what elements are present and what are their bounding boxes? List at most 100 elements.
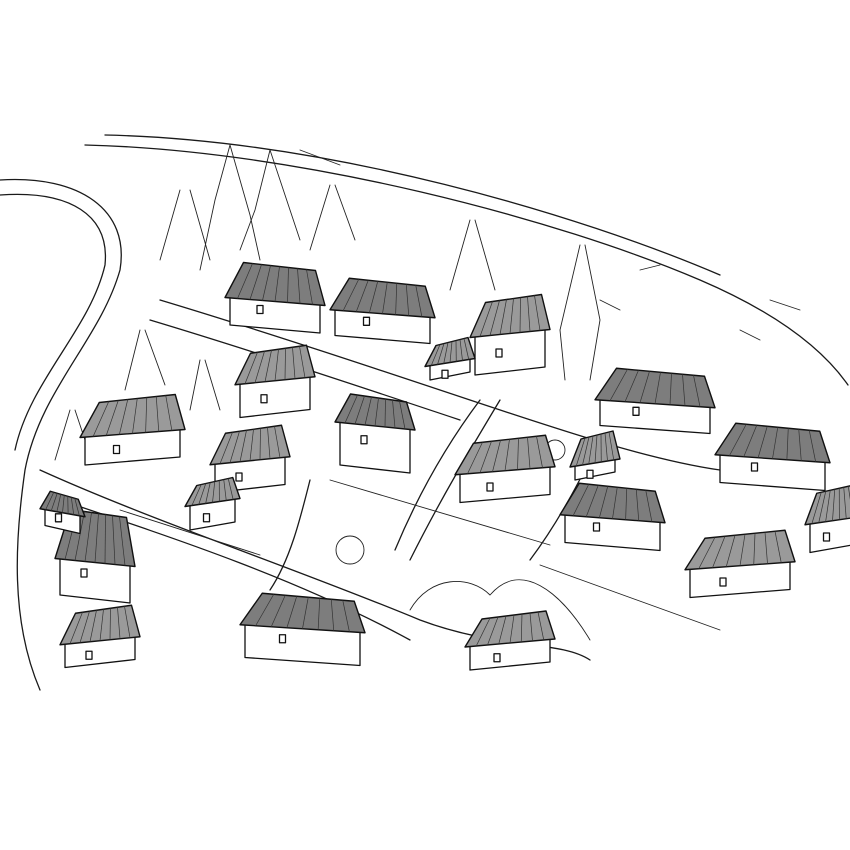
left-road-outer bbox=[0, 178, 122, 691]
roof-hatch bbox=[520, 613, 523, 643]
house bbox=[594, 367, 716, 435]
roof-hatch bbox=[330, 599, 335, 631]
roof-hatch bbox=[145, 397, 148, 433]
roof-hatch bbox=[274, 266, 280, 302]
roof-hatch bbox=[223, 479, 227, 501]
window bbox=[750, 462, 759, 472]
roof-hatch bbox=[198, 483, 207, 505]
roof-hatch bbox=[239, 430, 247, 462]
roof-hatch bbox=[395, 283, 398, 315]
cross-street bbox=[159, 299, 721, 471]
roof-hatch bbox=[669, 373, 672, 405]
roof-hatch bbox=[527, 296, 531, 332]
roof-hatch bbox=[509, 298, 514, 334]
roof-hatch bbox=[625, 488, 628, 520]
roof-hatch bbox=[317, 598, 321, 630]
roof-hatch bbox=[682, 374, 686, 406]
tree bbox=[309, 184, 356, 251]
roof-hatch bbox=[119, 399, 129, 435]
window bbox=[202, 513, 211, 523]
roof-hatch bbox=[124, 606, 131, 638]
house bbox=[684, 529, 796, 599]
roof-hatch bbox=[399, 400, 406, 430]
roof-hatch bbox=[249, 264, 262, 300]
house bbox=[469, 293, 551, 376]
roof-hatch bbox=[262, 265, 271, 301]
diagonal-street-edge bbox=[394, 399, 481, 551]
house-roof bbox=[714, 422, 831, 464]
roof-hatch bbox=[599, 486, 609, 518]
roof-hatch bbox=[112, 515, 116, 565]
window bbox=[486, 482, 494, 492]
roof-hatch bbox=[342, 279, 360, 311]
roof-hatch bbox=[479, 441, 492, 473]
house bbox=[224, 261, 326, 334]
roof-hatch bbox=[612, 487, 618, 519]
roof-hatch bbox=[449, 341, 453, 363]
roof-hatch bbox=[534, 295, 541, 331]
window bbox=[495, 348, 503, 358]
roof-hatch bbox=[132, 398, 138, 434]
house bbox=[79, 393, 186, 466]
roof-hatch bbox=[498, 615, 507, 645]
roof-hatch bbox=[405, 284, 410, 316]
roof-hatch bbox=[479, 301, 493, 337]
roof-hatch bbox=[594, 434, 598, 464]
roof-hatch bbox=[392, 399, 396, 429]
roof-hatch bbox=[698, 537, 716, 569]
roof-hatch bbox=[212, 481, 216, 503]
roof-hatch bbox=[219, 432, 233, 464]
roof-hatch bbox=[364, 396, 372, 426]
plaza-path bbox=[269, 479, 311, 591]
window bbox=[256, 304, 264, 315]
house-roof bbox=[559, 482, 666, 524]
house bbox=[234, 344, 316, 419]
window bbox=[493, 653, 501, 663]
roof-hatch bbox=[264, 350, 272, 382]
roof-hatch bbox=[302, 597, 309, 629]
roof-hatch bbox=[753, 533, 756, 565]
roof-hatch bbox=[517, 438, 519, 470]
roof-hatch bbox=[504, 439, 510, 471]
roof-hatch bbox=[437, 343, 445, 365]
house-roof bbox=[239, 592, 366, 634]
house bbox=[424, 336, 476, 381]
roof-hatch bbox=[50, 493, 58, 511]
roof-hatch bbox=[94, 513, 99, 563]
roof-hatch bbox=[588, 435, 594, 465]
roof-hatch bbox=[764, 532, 768, 564]
window bbox=[278, 634, 287, 644]
roof-hatch bbox=[475, 617, 491, 647]
roof-hatch bbox=[267, 427, 271, 459]
window bbox=[586, 469, 594, 479]
roof-hatch bbox=[104, 514, 106, 564]
roof-hatch bbox=[89, 610, 97, 642]
window bbox=[719, 577, 727, 587]
roof-hatch bbox=[811, 492, 822, 524]
roof-hatch bbox=[712, 536, 726, 568]
roof-hatch bbox=[270, 595, 286, 627]
roof-hatch bbox=[105, 400, 119, 436]
house bbox=[329, 277, 436, 345]
hill-outline bbox=[409, 579, 591, 641]
window bbox=[362, 316, 371, 326]
tree bbox=[239, 149, 301, 251]
roof-hatch bbox=[62, 495, 65, 513]
roof-hatch bbox=[529, 612, 533, 642]
window bbox=[632, 406, 640, 416]
roof-hatch bbox=[382, 282, 388, 314]
roof-hatch bbox=[254, 351, 265, 383]
tree bbox=[449, 219, 496, 291]
window bbox=[235, 472, 243, 482]
window bbox=[85, 650, 93, 660]
house bbox=[239, 592, 366, 667]
window bbox=[80, 568, 88, 578]
roof-hatch bbox=[774, 531, 782, 563]
tree bbox=[199, 144, 261, 271]
house bbox=[334, 393, 416, 474]
trees bbox=[54, 144, 601, 565]
house-roof bbox=[804, 485, 850, 526]
roof-hatch bbox=[109, 608, 111, 640]
window bbox=[260, 394, 268, 404]
roof-hatch bbox=[572, 484, 590, 516]
